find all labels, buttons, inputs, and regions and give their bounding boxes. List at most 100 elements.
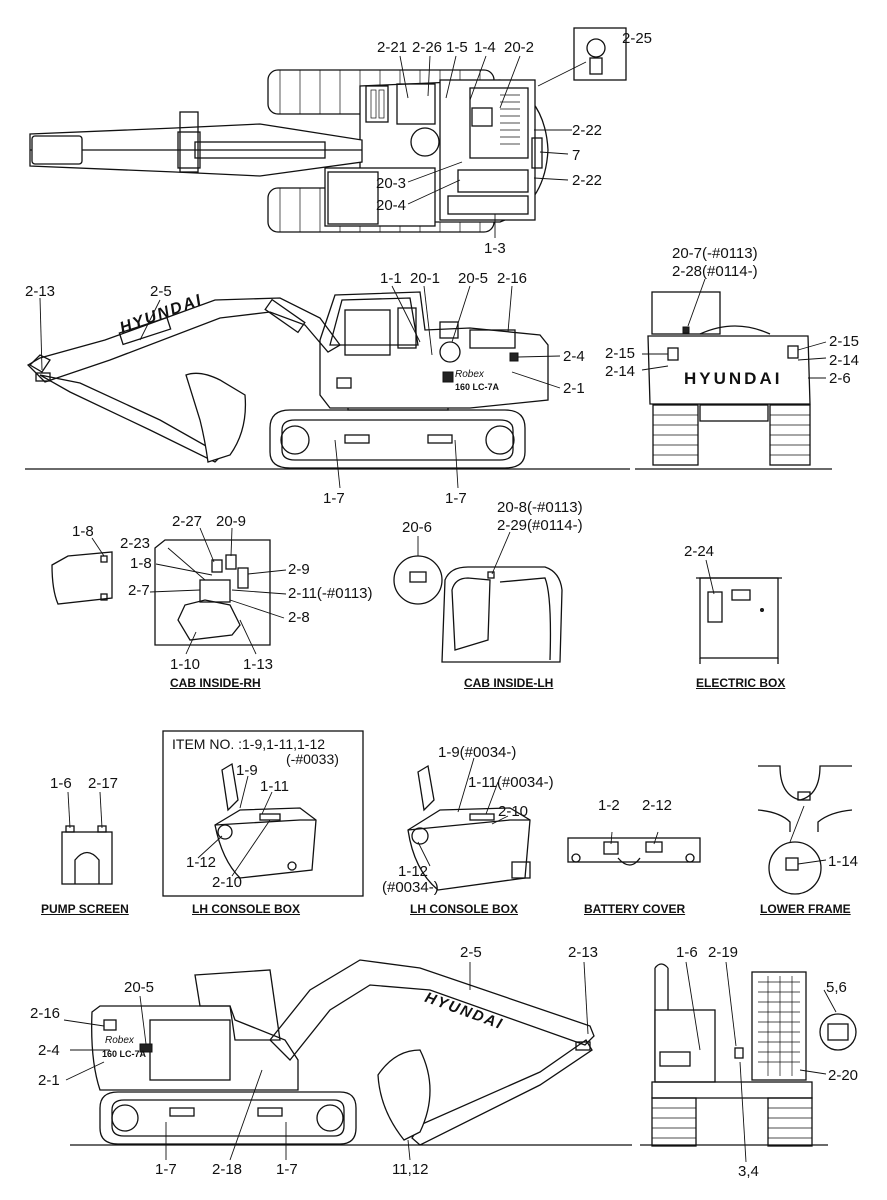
callout-2-24: 2-24 <box>684 543 715 560</box>
callout-1-5: 1-5 <box>446 39 468 56</box>
callout-1-8: 1-8 <box>130 555 152 572</box>
callout-1-9: 1-9 <box>236 762 258 779</box>
callout-2-16: 2-16 <box>497 270 528 287</box>
callout-1-3: 1-3 <box>484 240 506 257</box>
callout-2-4: 2-4 <box>563 348 585 365</box>
callout-2-16-b: 2-16 <box>30 1005 61 1022</box>
caption-lh-console-box-1: LH CONSOLE BOX <box>192 902 301 916</box>
callout-2-4-b: 2-4 <box>38 1042 60 1059</box>
caption-battery-cover: BATTERY COVER <box>584 902 686 916</box>
callout-2-1: 2-1 <box>563 380 585 397</box>
callout-2-10-b: 2-10 <box>498 803 529 820</box>
callout-2-13: 2-13 <box>25 283 56 300</box>
callout-20-9: 20-9 <box>216 513 247 530</box>
callout-20-3: 20-3 <box>376 175 407 192</box>
model-script-text: Robex <box>455 369 484 380</box>
callout-1-6-pump: 1-6 <box>50 775 72 792</box>
callout-20-7: 20-7(-#0113) <box>672 245 758 262</box>
callout-20-6: 20-6 <box>402 519 433 536</box>
callout-2-14-left: 2-14 <box>605 363 636 380</box>
pump-screen-drawing <box>61 825 113 885</box>
battery-cover-drawing <box>567 837 701 866</box>
callout-3-4: 3,4 <box>738 1163 759 1180</box>
lh-console-1-drawing <box>214 762 317 879</box>
callout-2-19: 2-19 <box>708 944 739 961</box>
callout-20-4: 20-4 <box>376 197 407 214</box>
callout-2-20: 2-20 <box>828 1067 859 1084</box>
callout-2-10: 2-10 <box>212 874 243 891</box>
electric-box-drawing <box>696 577 782 664</box>
callout-2-11: 2-11(-#0113) <box>288 585 373 602</box>
item-box-frame <box>162 730 364 897</box>
item-box-range: (-#0033) <box>286 751 339 767</box>
lh-console-2-drawing <box>407 764 531 891</box>
callout-2-23: 2-23 <box>120 535 151 552</box>
model-number-text-2: 160 LC-7A <box>102 1049 147 1059</box>
top-view-drawing <box>29 27 627 233</box>
callout-2-15-left: 2-15 <box>605 345 636 362</box>
cab-rh-drawing <box>154 539 271 646</box>
callout-1-12: 1-12 <box>186 854 217 871</box>
callout-2-5-b: 2-5 <box>460 944 482 961</box>
caption-pump-screen: PUMP SCREEN <box>41 902 129 916</box>
callout-1-1: 1-1 <box>380 270 402 287</box>
callout-1-14: 1-14 <box>828 853 859 870</box>
item-box-title: ITEM NO. :1-9,1-11,1-12 <box>172 736 326 752</box>
callout-1-10: 1-10 <box>170 656 201 673</box>
callout-2-21: 2-21 <box>377 39 408 56</box>
callout-2-7: 2-7 <box>128 582 150 599</box>
callout-7: 7 <box>572 147 581 164</box>
callout-2-13-b: 2-13 <box>568 944 599 961</box>
callout-1-7-c: 1-7 <box>155 1161 177 1178</box>
callout-11-12: 11,12 <box>392 1161 429 1178</box>
window-detail-drawing <box>51 551 113 605</box>
callout-2-29: 2-29(#0114-) <box>497 517 583 534</box>
callout-2-12: 2-12 <box>642 797 673 814</box>
callout-2-15-right: 2-15 <box>829 333 860 350</box>
callout-1-2: 1-2 <box>598 797 620 814</box>
callout-2-22-a: 2-22 <box>572 122 603 139</box>
callout-2-9: 2-9 <box>288 561 310 578</box>
callout-5-6: 5,6 <box>826 979 847 996</box>
callout-1-11: 1-11 <box>260 778 289 795</box>
callout-1-12-b: 1-12 <box>398 863 429 880</box>
caption-cab-inside-rh: CAB INSIDE-RH <box>170 676 261 690</box>
model-script-text-2: Robex <box>105 1035 134 1046</box>
callout-2-22-b: 2-22 <box>572 172 603 189</box>
callout-20-2: 20-2 <box>504 39 535 56</box>
callout-20-5: 20-5 <box>458 270 489 287</box>
caption-cab-inside-lh: CAB INSIDE-LH <box>464 676 554 690</box>
callout-1-4: 1-4 <box>474 39 496 56</box>
callout-1-11-0034: 1-11(#0034-) <box>468 774 554 791</box>
callout-1-8-window: 1-8 <box>72 523 94 540</box>
callout-2-27: 2-27 <box>172 513 203 530</box>
callout-2-18: 2-18 <box>212 1161 243 1178</box>
callout-20-8: 20-8(-#0113) <box>497 499 583 516</box>
callout-2-8: 2-8 <box>288 609 310 626</box>
lower-frame-drawing <box>757 765 853 895</box>
rear-view-drawing <box>635 291 832 470</box>
callout-1-13: 1-13 <box>243 656 274 673</box>
callout-1-7-d: 1-7 <box>276 1161 298 1178</box>
callout-2-5: 2-5 <box>150 283 172 300</box>
callout-1-12-0034: (#0034-) <box>382 879 439 896</box>
callout-1-9-0034: 1-9(#0034-) <box>438 744 517 761</box>
rear-logo-text: HYUNDAI <box>684 369 783 388</box>
callout-1-7-a: 1-7 <box>323 490 345 507</box>
side-view-2-drawing <box>70 959 632 1146</box>
callout-2-17: 2-17 <box>88 775 119 792</box>
caption-lower-frame: LOWER FRAME <box>760 902 851 916</box>
side-view-drawing <box>25 291 630 470</box>
model-number-text: 160 LC-7A <box>455 382 500 392</box>
callout-2-26: 2-26 <box>412 39 443 56</box>
caption-electric-box: ELECTRIC BOX <box>696 676 786 690</box>
rear-view-2-drawing <box>640 963 857 1147</box>
callout-1-6-rear: 1-6 <box>676 944 698 961</box>
callout-2-14-right: 2-14 <box>829 352 860 369</box>
callout-2-25: 2-25 <box>622 30 653 47</box>
leader-lines <box>39 55 837 1163</box>
cab-lh-drawing <box>393 555 563 663</box>
callout-2-28: 2-28(#0114-) <box>672 263 758 280</box>
callout-1-7-b: 1-7 <box>445 490 467 507</box>
